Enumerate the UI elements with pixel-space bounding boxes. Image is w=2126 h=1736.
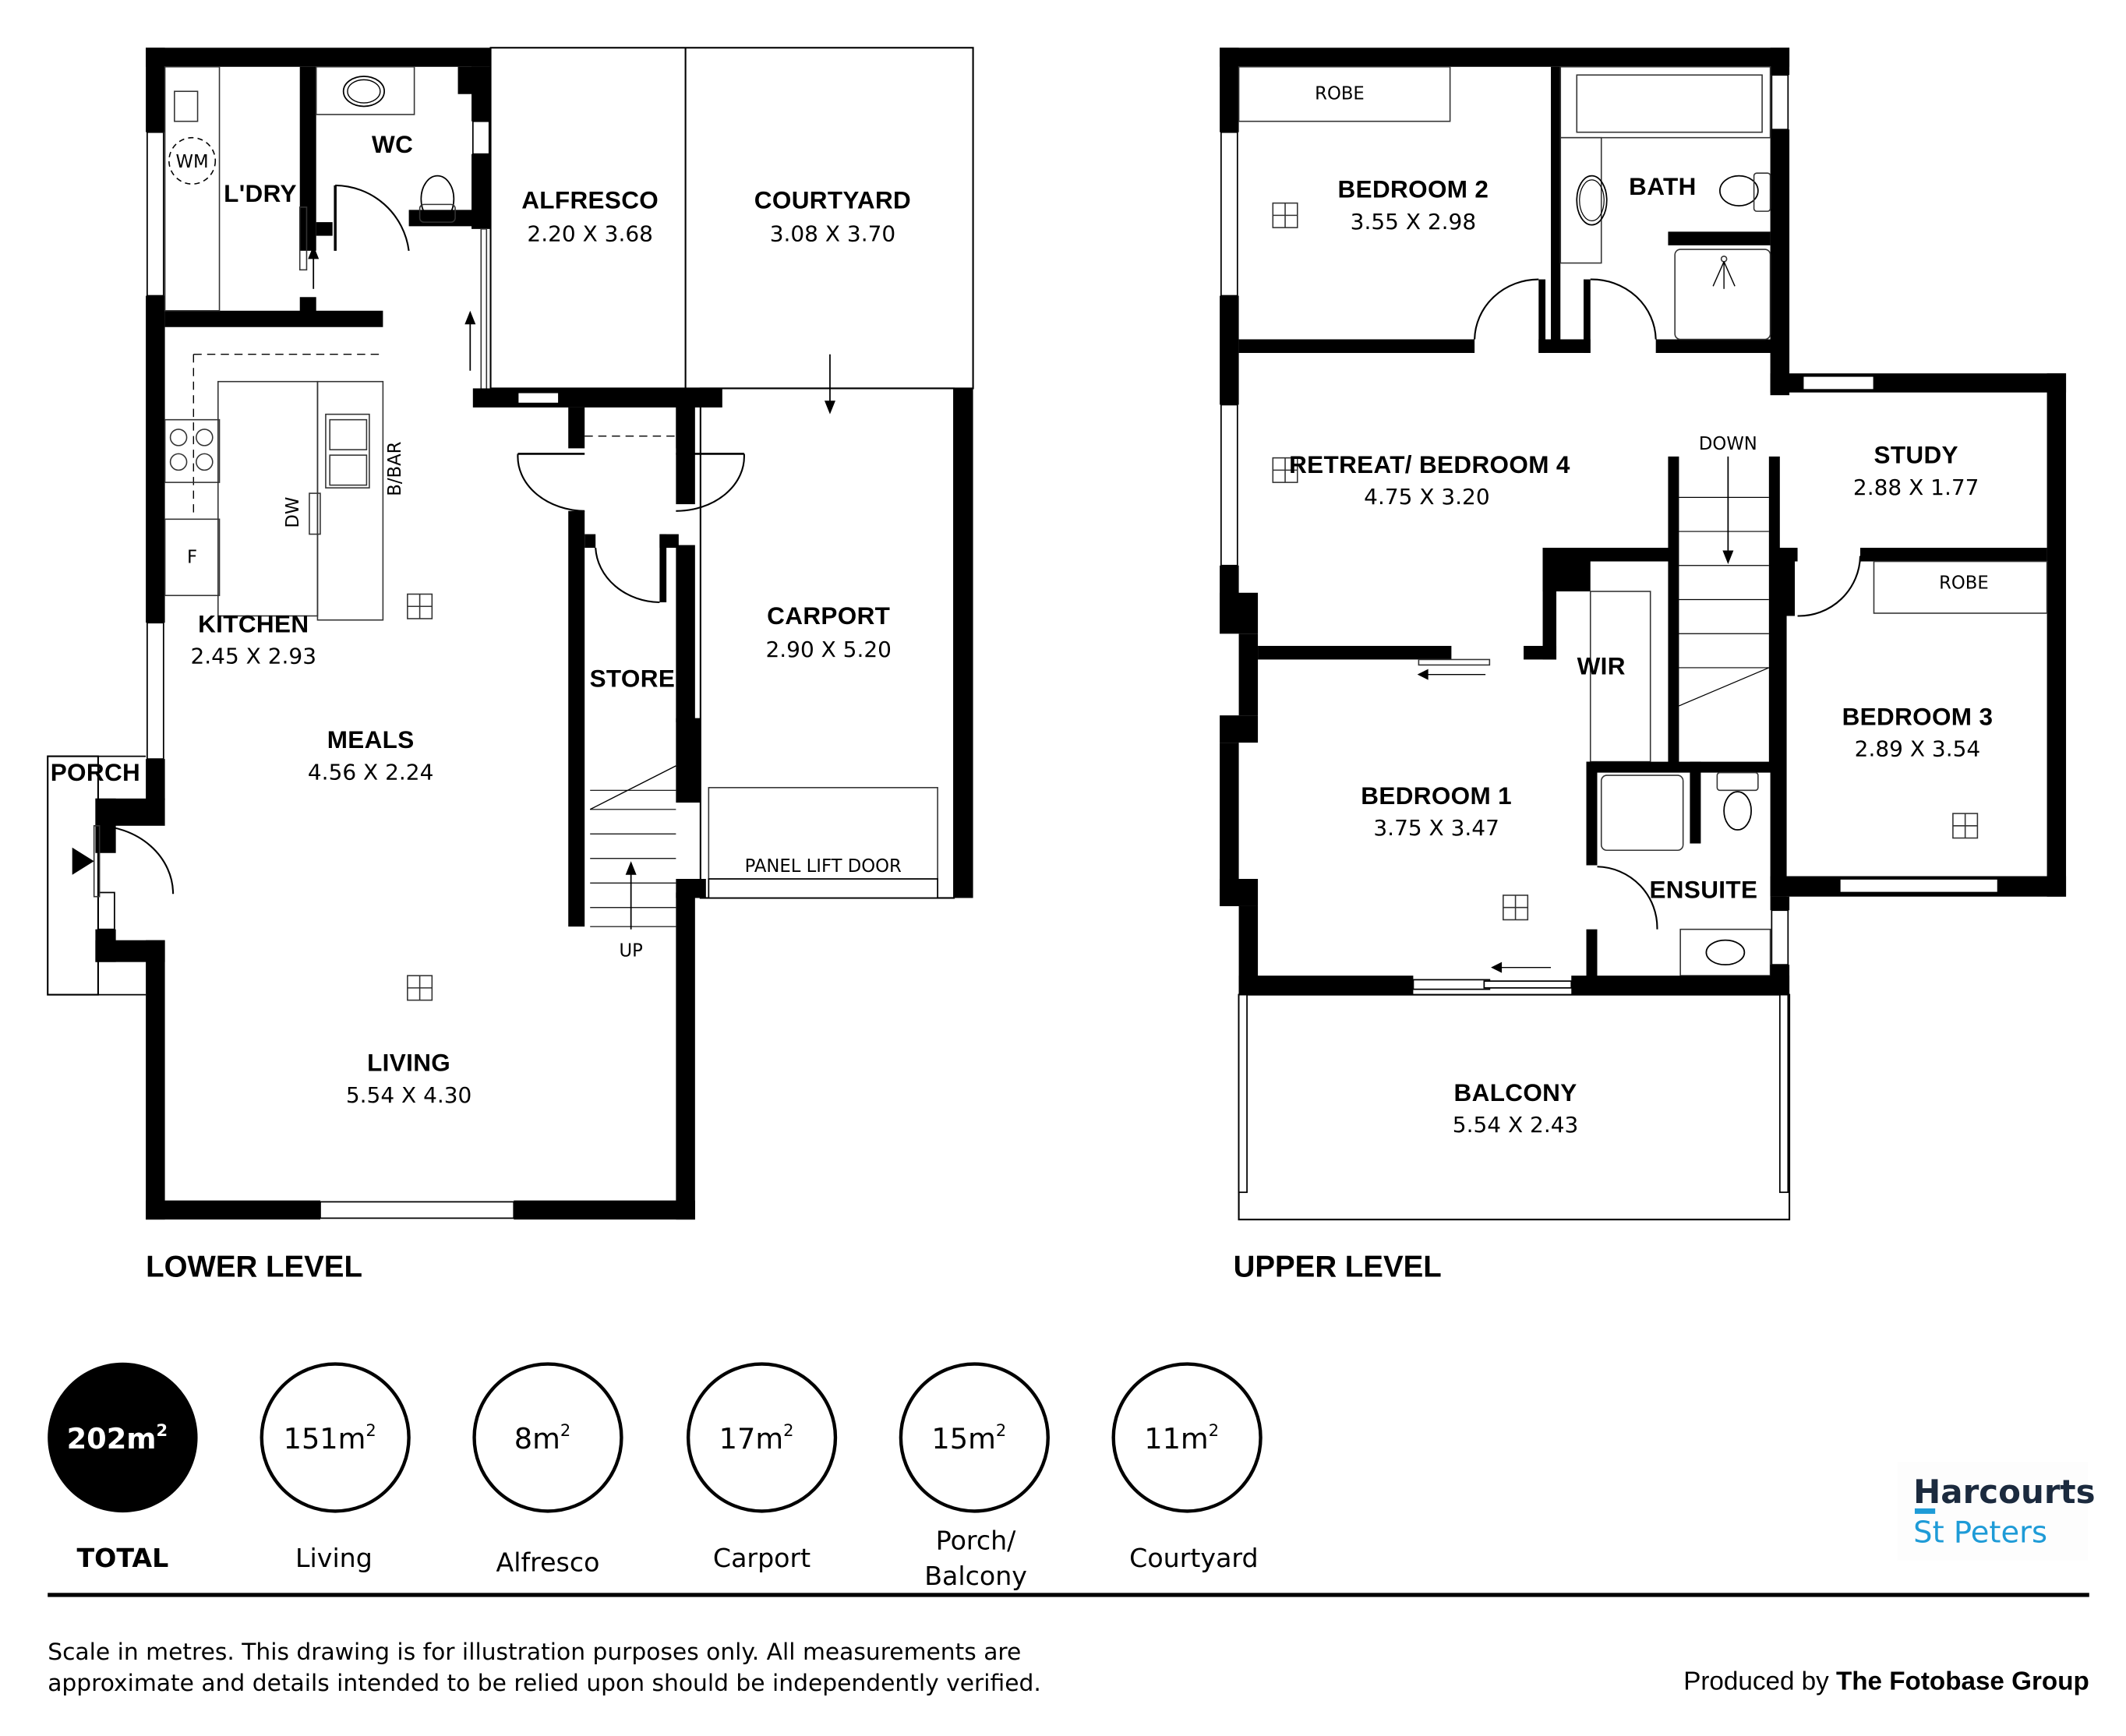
- lower-level-title: LOWER LEVEL: [146, 1251, 362, 1284]
- room-wc-name: WC: [372, 131, 413, 158]
- room-kitchen-name: KITCHEN: [198, 610, 309, 637]
- brand-office: St Peters: [1913, 1515, 2047, 1551]
- room-alfresco-dims: 2.20 X 3.68: [527, 221, 652, 247]
- area-courtyard: 11m2 Courtyard: [1111, 1362, 1263, 1573]
- area-alfresco: 8m2 Alfresco: [472, 1362, 623, 1577]
- room-meals-dims: 4.56 X 2.24: [308, 759, 434, 785]
- room-carport-dims: 2.90 X 5.20: [765, 637, 892, 662]
- area-porch-balcony-label-2: Balcony: [924, 1561, 1027, 1591]
- area-courtyard-value: 11m: [1144, 1422, 1209, 1455]
- area-living: 151m2 Living: [260, 1362, 411, 1573]
- area-carport-label: Carport: [713, 1543, 810, 1573]
- producer-credit: Produced by The Fotobase Group: [1683, 1667, 2089, 1695]
- stairs-down-label: DOWN: [1699, 434, 1757, 454]
- room-study-dims: 2.88 X 1.77: [1853, 475, 1979, 500]
- area-porch-balcony-value: 15m: [931, 1422, 996, 1455]
- panel-lift-door-label: PANEL LIFT DOOR: [745, 856, 902, 877]
- room-ensuite-name: ENSUITE: [1649, 876, 1757, 903]
- room-bedroom3-dims: 2.89 X 3.54: [1855, 736, 1981, 762]
- svg-text:17m2: 17m2: [719, 1421, 794, 1455]
- room-meals-name: MEALS: [327, 726, 415, 753]
- room-wir-name: WIR: [1577, 653, 1626, 680]
- room-store-name: STORE: [590, 665, 676, 692]
- brand-underline: [1914, 1508, 1936, 1514]
- room-courtyard-dims: 3.08 X 3.70: [770, 221, 896, 247]
- robe-bedroom3-label: ROBE: [1939, 573, 1989, 594]
- svg-text:202m2: 202m2: [67, 1421, 168, 1455]
- area-total-label: TOTAL: [76, 1543, 168, 1573]
- room-bedroom1-name: BEDROOM 1: [1361, 782, 1512, 810]
- washing-machine-label: WM: [176, 152, 209, 172]
- svg-text:11m2: 11m2: [1144, 1421, 1219, 1455]
- harcourts-logo: Harcourts St Peters: [1897, 1462, 2096, 1561]
- room-alfresco-name: ALFRESCO: [521, 187, 659, 214]
- room-study-name: STUDY: [1873, 442, 1958, 469]
- fridge-label: F: [187, 547, 197, 567]
- room-balcony-dims: 5.54 X 2.43: [1453, 1112, 1579, 1138]
- area-living-label: Living: [295, 1543, 373, 1573]
- robe-bedroom2-label: ROBE: [1315, 84, 1365, 104]
- svg-text:15m2: 15m2: [931, 1421, 1006, 1455]
- room-courtyard-name: COURTYARD: [754, 187, 911, 214]
- brand-name: Harcourts: [1913, 1473, 2095, 1511]
- room-bath-name: BATH: [1629, 173, 1696, 200]
- room-balcony-name: BALCONY: [1454, 1079, 1577, 1106]
- room-carport-name: CARPORT: [767, 602, 890, 630]
- lower-level-plan: WM PANEL LIFT DOOR: [47, 47, 974, 1284]
- area-carport: 17m2 Carport: [686, 1362, 838, 1573]
- room-bedroom1-dims: 3.75 X 3.47: [1373, 815, 1499, 841]
- room-bedroom2-name: BEDROOM 2: [1338, 176, 1489, 203]
- upper-stairs: DOWN: [1679, 434, 1770, 707]
- lower-stairs: UP: [589, 765, 676, 962]
- area-porch-balcony: 15m2 Porch/ Balcony: [899, 1362, 1050, 1591]
- upper-level-plan: ROBE ROBE DOWN: [1220, 48, 2067, 1284]
- room-bedroom3-name: BEDROOM 3: [1842, 703, 1994, 730]
- disclaimer-line-1: Scale in metres. This drawing is for ill…: [48, 1639, 1021, 1666]
- area-total: 202m2 TOTAL: [48, 1362, 198, 1573]
- room-porch-name: PORCH: [51, 759, 140, 786]
- stairs-up-label: UP: [619, 941, 642, 962]
- dishwasher-label: DW: [283, 497, 303, 528]
- room-retreat-dims: 4.75 X 3.20: [1364, 484, 1490, 510]
- area-living-value: 151m: [284, 1422, 366, 1455]
- disclaimer-line-2: approximate and details intended to be r…: [48, 1670, 1041, 1697]
- svg-text:8m2: 8m2: [514, 1421, 570, 1455]
- svg-text:151m2: 151m2: [284, 1421, 376, 1455]
- room-laundry-name: L'DRY: [224, 180, 297, 207]
- room-living-dims: 5.54 X 4.30: [346, 1082, 472, 1108]
- room-retreat-name: RETREAT/ BEDROOM 4: [1289, 451, 1570, 478]
- area-courtyard-label: Courtyard: [1129, 1543, 1258, 1573]
- area-carport-value: 17m: [719, 1422, 784, 1455]
- area-alfresco-label: Alfresco: [496, 1547, 600, 1577]
- area-porch-balcony-label-1: Porch/: [936, 1525, 1016, 1555]
- area-summary: 202m2 TOTAL 151m2 Living 8m2 Alfresco 17…: [48, 1362, 1263, 1591]
- area-total-value: 202m: [67, 1422, 157, 1455]
- breakfast-bar-label: B/BAR: [385, 441, 405, 496]
- room-living-name: LIVING: [367, 1050, 450, 1077]
- upper-level-title: UPPER LEVEL: [1234, 1251, 1442, 1284]
- footer-divider: [48, 1593, 2089, 1597]
- room-kitchen-dims: 2.45 X 2.93: [191, 644, 316, 669]
- room-bedroom2-dims: 3.55 X 2.98: [1351, 209, 1477, 235]
- area-alfresco-value: 8m: [514, 1422, 560, 1455]
